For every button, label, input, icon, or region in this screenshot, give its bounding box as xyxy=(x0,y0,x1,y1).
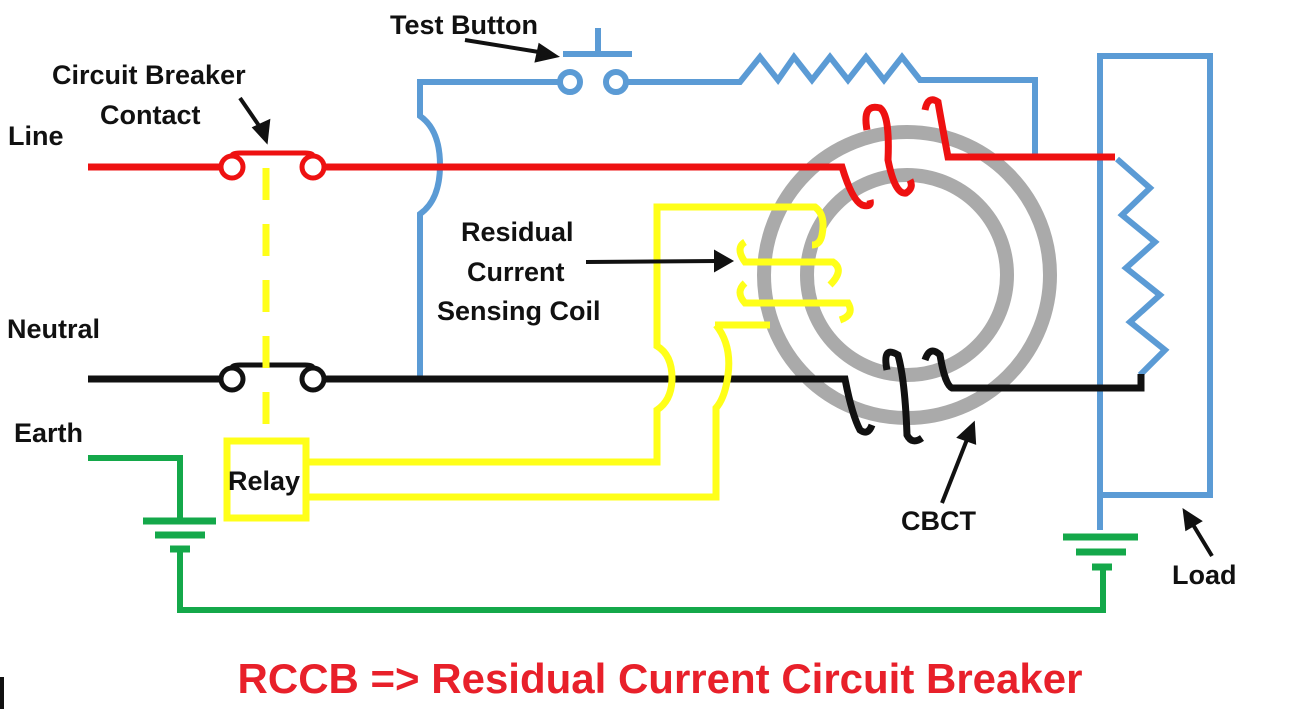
label-contact: Contact xyxy=(100,100,201,130)
breaker-contact-neutral-left xyxy=(218,365,246,393)
edge-mark xyxy=(0,677,4,709)
cbct-toroid xyxy=(757,125,1057,425)
label-relay: Relay xyxy=(228,466,300,496)
arrow-cbct xyxy=(940,436,970,504)
test-button-contact-left xyxy=(557,69,583,95)
label-current: Current xyxy=(467,257,565,287)
breaker-contact-neutral-right xyxy=(299,365,327,393)
ground-symbol-left xyxy=(143,517,216,553)
label-cbct: CBCT xyxy=(901,506,976,536)
label-residual: Residual xyxy=(461,217,574,247)
label-sensing-coil: Sensing Coil xyxy=(437,296,601,326)
ground-symbol-right xyxy=(1063,533,1138,571)
earth-conductor xyxy=(88,455,1138,613)
label-load: Load xyxy=(1172,560,1237,590)
neutral-conductor xyxy=(88,347,1145,445)
arrow-test-button xyxy=(464,38,546,55)
breaker-contact-line-left xyxy=(218,153,246,181)
label-circuit-breaker: Circuit Breaker xyxy=(52,60,246,90)
annotation-arrows xyxy=(238,38,1214,558)
relay-circuit xyxy=(223,168,854,522)
arrow-sensing-coil xyxy=(585,259,719,264)
line-conductor xyxy=(88,96,1115,210)
diagram-title: RCCB => Residual Current Circuit Breaker xyxy=(238,655,1083,702)
label-line: Line xyxy=(8,121,64,151)
relay-box xyxy=(223,437,310,522)
load-frame xyxy=(1097,53,1213,530)
arrow-load xyxy=(1190,521,1214,558)
label-test-button: Test Button xyxy=(390,10,538,40)
test-button-contact-right xyxy=(603,69,629,95)
breaker-contact-line-right xyxy=(299,153,327,181)
label-earth: Earth xyxy=(14,418,83,448)
test-button-icon xyxy=(563,28,632,57)
load-resistor-icon xyxy=(1115,156,1170,378)
test-resistor-icon xyxy=(627,51,1038,157)
label-neutral: Neutral xyxy=(7,314,100,344)
